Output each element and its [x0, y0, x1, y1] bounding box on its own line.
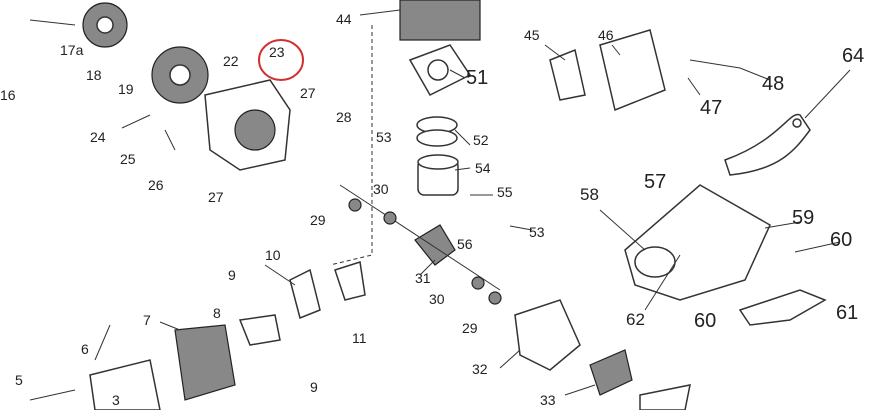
label-61: 61	[836, 302, 859, 324]
piston-part	[417, 154, 459, 196]
label-6: 6	[81, 341, 89, 357]
label-60b: 60	[694, 310, 717, 332]
reed-block-part	[289, 261, 366, 320]
label-60: 60	[830, 229, 853, 251]
guard-61	[738, 289, 827, 326]
label-32: 32	[472, 361, 488, 377]
label-56: 56	[457, 236, 473, 252]
label-48: 48	[762, 73, 785, 95]
label-30b: 30	[429, 291, 445, 307]
label-19: 19	[118, 81, 134, 97]
cylinder-part	[399, 0, 481, 41]
label-47: 47	[700, 97, 723, 119]
highlight-circle	[258, 39, 304, 81]
label-28: 28	[336, 109, 352, 125]
label-59: 59	[792, 207, 815, 229]
label-17a: 17a	[60, 42, 84, 58]
label-55: 55	[497, 184, 513, 200]
leader-lines	[29, 9, 851, 396]
label-52: 52	[473, 132, 489, 148]
gasket-part	[408, 44, 472, 96]
label-58: 58	[580, 185, 599, 204]
label-8: 8	[213, 305, 221, 321]
label-64: 64	[842, 45, 865, 67]
label-33: 33	[540, 392, 556, 408]
label-10: 10	[265, 247, 281, 263]
label-27b: 27	[208, 189, 224, 205]
label-27: 27	[300, 85, 316, 101]
label-23: 23	[269, 44, 285, 60]
label-9: 9	[228, 267, 236, 283]
label-54: 54	[475, 160, 491, 176]
label-3: 3	[112, 392, 120, 408]
carburetor-part	[174, 314, 281, 401]
label-45: 45	[524, 27, 540, 43]
label-31: 31	[415, 270, 431, 286]
label-46: 46	[598, 27, 614, 43]
label-11: 11	[352, 330, 367, 346]
label-5: 5	[15, 372, 23, 388]
label-24: 24	[90, 129, 106, 145]
label-30: 30	[373, 181, 389, 197]
label-57: 57	[644, 171, 667, 193]
bracket-part	[724, 113, 811, 176]
label-29b: 29	[462, 320, 478, 336]
label-44: 44	[336, 11, 352, 27]
label-62: 62	[626, 310, 645, 329]
label-51: 51	[466, 67, 489, 89]
label-29: 29	[310, 212, 326, 228]
label-53: 53	[376, 129, 392, 145]
label-16: 16	[0, 87, 16, 103]
flywheel-part	[151, 46, 209, 104]
crankcase-lower-part	[514, 299, 691, 410]
label-9b: 9	[310, 379, 318, 395]
bearings	[348, 198, 502, 305]
label-22: 22	[223, 53, 239, 69]
clutch-part	[82, 2, 128, 48]
label-53b: 53	[529, 224, 545, 240]
crankcase-part	[204, 79, 291, 171]
fuel-tank-part	[624, 184, 771, 301]
label-25: 25	[120, 151, 136, 167]
crankshaft-part	[339, 184, 501, 291]
rings-part	[416, 116, 458, 147]
label-26: 26	[148, 177, 164, 193]
label-18: 18	[86, 67, 102, 83]
label-7: 7	[143, 312, 151, 328]
air-filter-part	[29, 359, 161, 410]
bolt-48	[689, 59, 741, 69]
